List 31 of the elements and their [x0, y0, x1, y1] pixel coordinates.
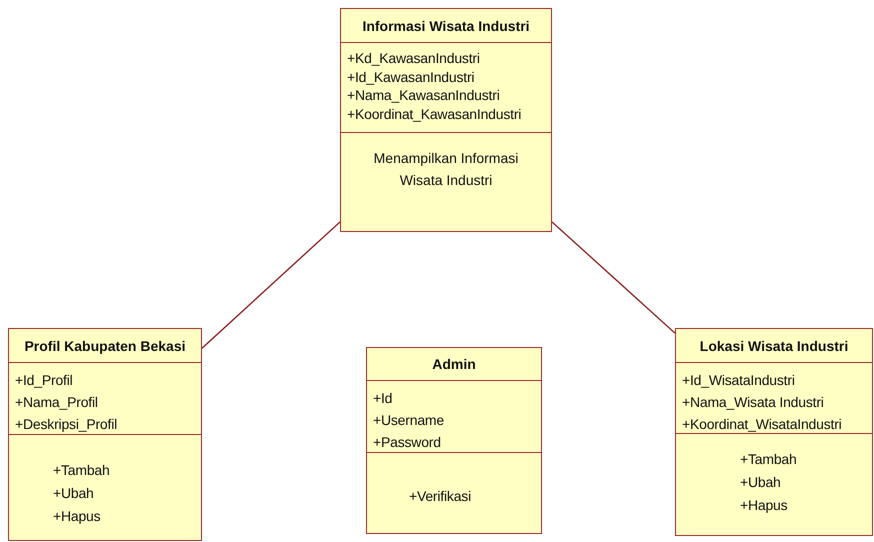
class-name: Informasi Wisata Industri — [362, 18, 530, 34]
attribute: +Deskripsi_Profil — [15, 415, 118, 434]
method: +Ubah — [53, 484, 94, 503]
class-name: Admin — [432, 356, 476, 372]
method: Menampilkan Informasi Wisata Industri — [372, 149, 520, 190]
class-name: Profil Kabupaten Bekasi — [24, 338, 186, 354]
method: +Tambah — [53, 461, 110, 480]
attribute: +Nama_Wisata Industri — [682, 393, 825, 412]
attribute: +Id — [373, 389, 394, 408]
class-box — [366, 347, 542, 534]
attribute: +Id_WisataIndustri — [682, 371, 796, 390]
attribute: +Kd_KawasanIndustri — [347, 49, 481, 68]
attribute: +Koordinat_WisataIndustri — [682, 415, 843, 434]
attribute: +Id_KawasanIndustri — [347, 68, 476, 86]
attribute: +Koordinat_KawasanIndustri — [347, 104, 522, 123]
association-line — [552, 221, 676, 334]
method: +Verifikasi — [409, 487, 471, 506]
method: +Hapus — [740, 496, 788, 515]
method: +Hapus — [53, 507, 100, 526]
class-box — [675, 328, 873, 536]
method: +Tambah — [740, 450, 797, 469]
attribute: +Username — [373, 411, 445, 430]
attribute: +Id_Profil — [15, 371, 74, 390]
class-box — [8, 328, 202, 541]
class-name: Lokasi Wisata Industri — [700, 338, 848, 354]
attribute: +Nama_KawasanIndustri — [347, 86, 501, 104]
attribute: +Password — [373, 433, 442, 452]
class-box — [340, 8, 552, 232]
attribute: +Nama_Profil — [15, 393, 99, 412]
method: +Ubah — [740, 473, 781, 492]
association-line — [202, 221, 340, 349]
